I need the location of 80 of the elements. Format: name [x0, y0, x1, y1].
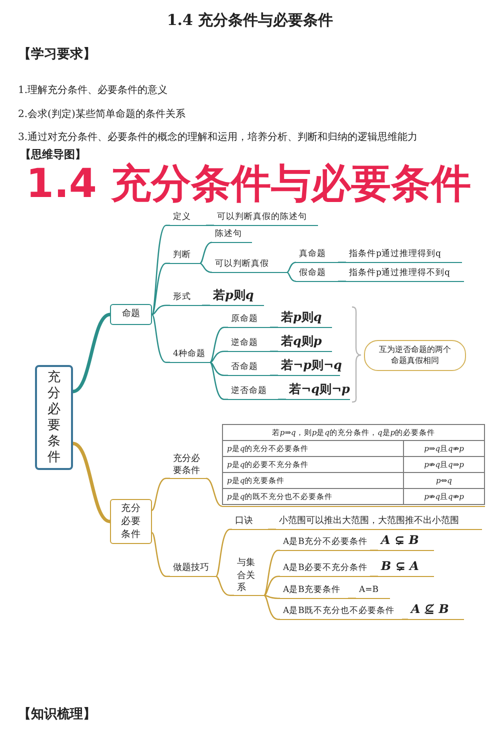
- branch-label: 4种命题: [170, 347, 210, 363]
- section-heading: 【思维导图】: [20, 148, 86, 162]
- branch-label: 若p则q: [210, 286, 264, 306]
- branch-label: A ⊊ B: [378, 531, 434, 551]
- condition-table: [222, 424, 485, 507]
- connector: [210, 362, 228, 376]
- connector: [370, 576, 378, 577]
- connector: [270, 374, 278, 376]
- branch-label: 可以判断真假的陈述句: [214, 210, 318, 226]
- branch-label: B ⊊ A: [378, 557, 434, 577]
- connector: [72, 442, 111, 524]
- branch-label: A是B充分不必要条件: [280, 536, 370, 551]
- branch-label: 形式: [170, 290, 202, 306]
- requirement-item: 2.会求(判定)某些简单命题的条件关系: [18, 108, 186, 121]
- branch-label: 真命题: [296, 248, 338, 263]
- connector: [278, 398, 286, 400]
- branch-label: 若¬q则¬p: [286, 380, 350, 400]
- connector: [264, 594, 280, 620]
- branch-label: 若q则p: [278, 332, 332, 352]
- connector: [202, 304, 210, 306]
- branch-label: A是B充要条件: [280, 584, 348, 599]
- connector: [72, 312, 111, 394]
- branch-label: 假命题: [296, 267, 338, 282]
- connector: [338, 262, 346, 263]
- connector: [210, 326, 228, 363]
- section-heading: 【知识梳理】: [18, 706, 96, 723]
- branch-label: 若¬p则¬q: [278, 356, 340, 376]
- branch-label: A ⊈ B: [408, 600, 464, 620]
- connector: [216, 528, 232, 577]
- connector: [200, 242, 213, 264]
- connector: [152, 478, 170, 511]
- connector: [151, 224, 170, 315]
- connector: [210, 362, 228, 400]
- connector: [206, 224, 214, 226]
- branch-label: A=B: [356, 584, 390, 599]
- branch-label: 若p则q: [278, 308, 332, 328]
- topic-box: 命题: [110, 304, 152, 325]
- connector: [270, 350, 278, 352]
- branch-label: 否命题: [228, 360, 270, 376]
- connector: [338, 280, 346, 282]
- connector: [216, 576, 234, 596]
- connector: [402, 618, 408, 620]
- connector: [270, 326, 278, 328]
- branch-label: 与集合关系: [234, 556, 264, 596]
- connector: [210, 350, 228, 363]
- connector: [152, 304, 170, 316]
- requirement-item: 3.通过对充分条件、必要条件的概念的理解和运用，培养分析、判断和归纳的逻辑思维能力: [18, 131, 418, 144]
- branch-label: 陈述句: [212, 228, 252, 243]
- page-title: 1.4 充分条件与必要条件: [166, 11, 334, 29]
- banner-title: 1.4 充分条件与必要条件: [26, 164, 471, 204]
- section-heading: 【学习要求】: [18, 46, 96, 63]
- topic-box: 充分必要条件: [110, 499, 152, 544]
- connector: [370, 550, 378, 551]
- requirement-item: 1.理解充分条件、必要条件的意义: [18, 84, 168, 97]
- branch-label: 小范围可以推出大范围，大范围推不出小范围: [276, 514, 482, 530]
- branch-label: 指条件p通过推理得不到q: [346, 267, 464, 282]
- connector: [264, 550, 280, 596]
- connector: [152, 262, 170, 315]
- connector: [264, 576, 280, 596]
- branch-label: 逆命题: [228, 336, 270, 352]
- branch-label: 做题技巧: [170, 561, 216, 577]
- branch-label: 口诀: [232, 514, 268, 530]
- branch-label: 逆否命题: [228, 384, 278, 400]
- branch-label: 定义: [170, 210, 206, 226]
- branch-label: 判断: [170, 248, 200, 264]
- branch-label: A是B既不充分也不必要条件: [280, 604, 402, 620]
- connector: [264, 594, 280, 599]
- topic-box: 充分必要条件: [35, 365, 73, 470]
- connector: [206, 478, 222, 507]
- note-box: 互为逆否命题的两个命题真假相同: [364, 340, 466, 371]
- connector: [286, 262, 297, 273]
- branch-label: 指条件p通过推理得到q: [346, 248, 462, 263]
- branch-label: 充分必要条件: [170, 452, 206, 479]
- connector: [200, 262, 213, 273]
- branch-label: 可以判断真假: [212, 257, 287, 273]
- branch-label: 原命题: [228, 312, 270, 328]
- connector: [286, 272, 297, 282]
- branch-label: A是B必要不充分条件: [280, 561, 370, 577]
- connector: [348, 598, 356, 599]
- connector: [268, 528, 276, 530]
